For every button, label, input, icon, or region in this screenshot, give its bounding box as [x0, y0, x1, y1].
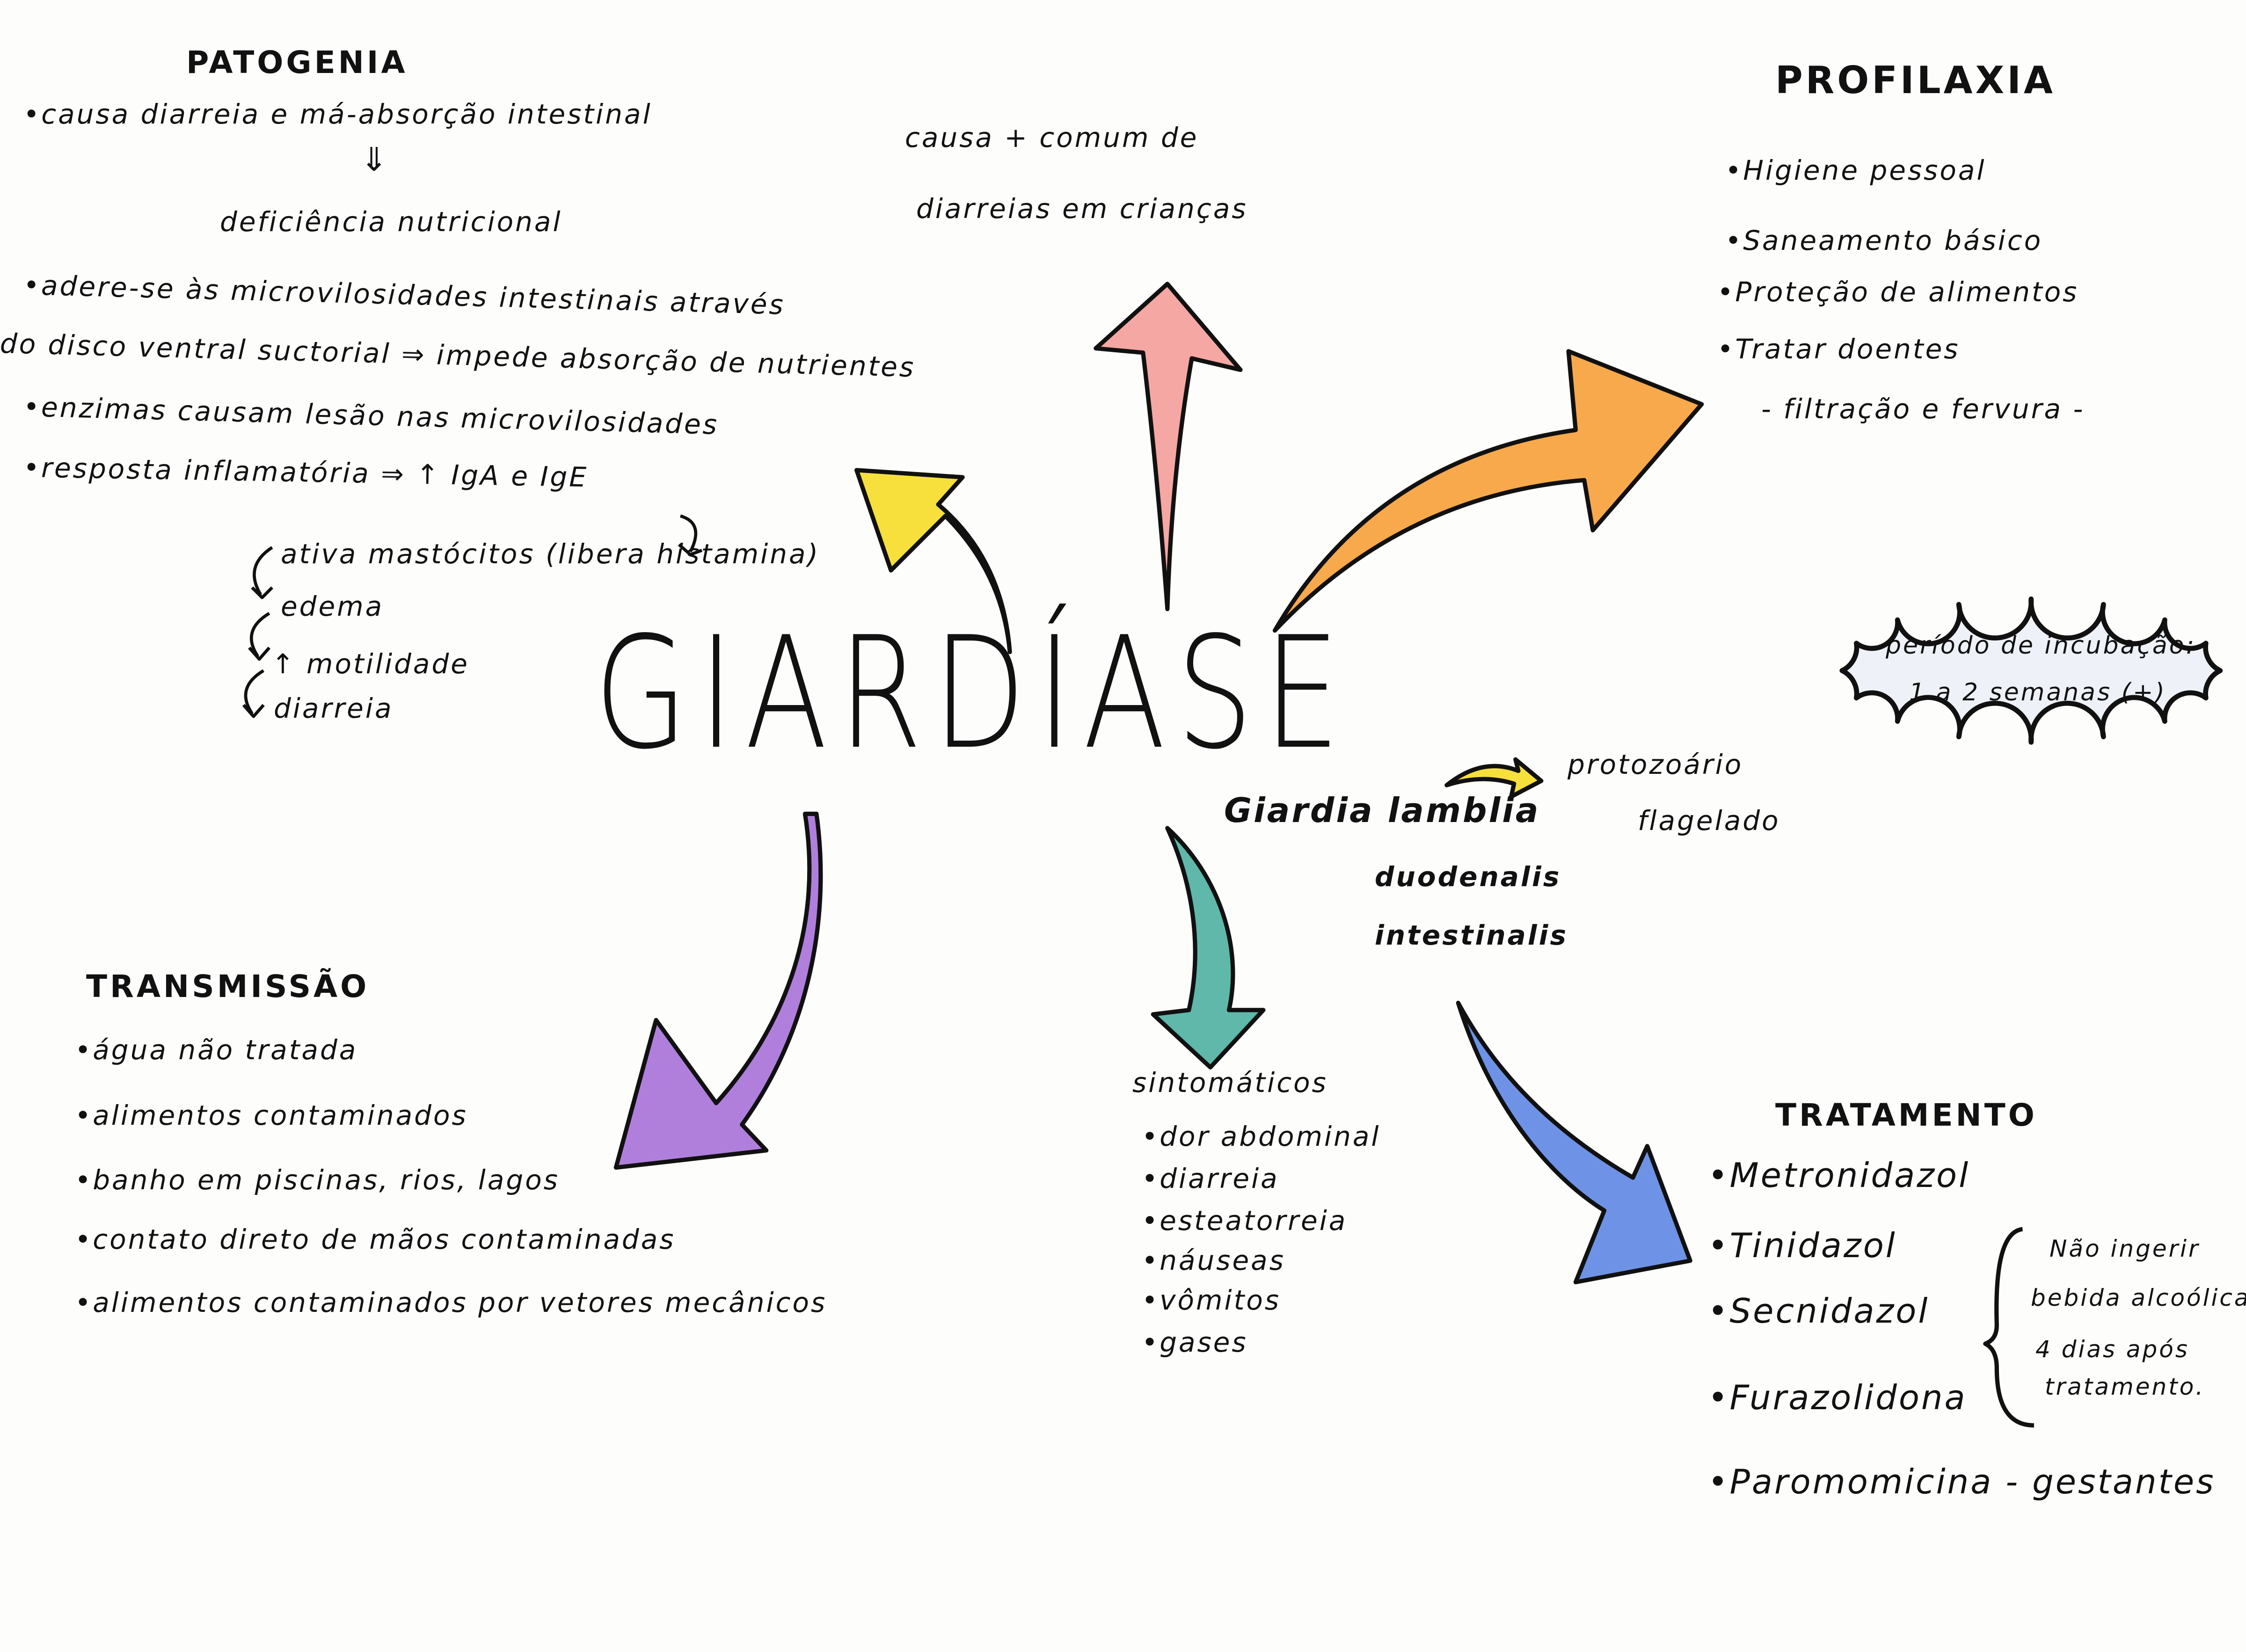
transmissao-item: banho em piscinas, rios, lagos — [75, 1164, 560, 1196]
incubation-line2: 1 a 2 semanas (+) — [1909, 678, 2166, 706]
incubation-cloud — [1839, 596, 2223, 745]
sintoma-item: gases — [1142, 1326, 1248, 1358]
chain-step: ↑ motilidade — [271, 648, 469, 680]
arrow-teal-sintomas — [1151, 826, 1266, 1070]
tratamento-item: Metronidazol — [1708, 1156, 1970, 1195]
tratamento-note: tratamento. — [2045, 1373, 2205, 1400]
top-note-line1: causa + comum de — [905, 122, 1199, 153]
arrow-small-yellow — [1444, 757, 1544, 799]
profilaxia-item: Tratar doentes — [1717, 333, 1960, 365]
tratamento-heading: TRATAMENTO — [1775, 1097, 2037, 1133]
patogenia-consequence: deficiência nutricional — [220, 206, 562, 238]
chain-step: diarreia — [274, 692, 394, 724]
arrow-purple-transmissao — [613, 811, 823, 1170]
tratamento-item: Secnidazol — [1708, 1291, 1929, 1331]
profilaxia-item: Higiene pessoal — [1725, 154, 1986, 186]
transmissao-heading: TRANSMISSÃO — [86, 968, 370, 1004]
tratamento-item: Tinidazol — [1708, 1226, 1897, 1265]
arrow-orange-profilaxia — [1272, 349, 1704, 633]
agent-synonym: intestinalis — [1375, 919, 1568, 951]
agent-type: flagelado — [1638, 805, 1780, 837]
chain-step: ativa mastócitos (libera histamina) — [281, 538, 820, 570]
down-double-arrow-icon: ⇓ — [360, 140, 390, 179]
arrow-up-pink — [1094, 282, 1243, 611]
tratamento-note: Não ingerir — [2049, 1235, 2200, 1262]
chain-arrows — [242, 514, 703, 718]
transmissao-item: água não tratada — [75, 1034, 357, 1066]
transmissao-item: alimentos contaminados por vetores mecân… — [75, 1287, 827, 1318]
agent-name: Giardia lamblia — [1224, 791, 1540, 830]
tratamento-item: Paromomicina - gestantes — [1708, 1462, 2216, 1501]
tratamento-note: bebida alcoólica — [2031, 1284, 2246, 1311]
tratamento-note: 4 dias após — [2035, 1336, 2189, 1363]
agent-synonym: duodenalis — [1375, 861, 1561, 893]
agent-type: protozoário — [1568, 749, 1743, 780]
transmissao-item: alimentos contaminados — [75, 1099, 468, 1131]
profilaxia-item: Proteção de alimentos — [1717, 276, 2078, 308]
profilaxia-sub: - filtração e fervura - — [1761, 393, 2085, 425]
sintoma-item: diarreia — [1142, 1163, 1279, 1194]
patogenia-heading: PATOGENIA — [186, 44, 408, 80]
arrow-yellow-patogenia — [854, 468, 1012, 655]
arrow-blue-tratamento — [1456, 1000, 1692, 1285]
tratamento-item: Furazolidona — [1708, 1378, 1967, 1417]
profilaxia-item: Saneamento básico — [1725, 225, 2042, 256]
top-note-line2: diarreias em crianças — [916, 193, 1248, 225]
sintoma-item: dor abdominal — [1142, 1121, 1381, 1152]
sintoma-item: esteatorreia — [1142, 1205, 1347, 1237]
patogenia-item: causa diarreia e má-absorção intestinal — [23, 98, 652, 130]
tratamento-bracket — [1983, 1227, 2035, 1428]
sintomas-heading: sintomáticos — [1132, 1067, 1328, 1099]
chain-step: edema — [281, 590, 384, 622]
sintoma-item: vômitos — [1142, 1284, 1281, 1316]
transmissao-item: contato direto de mãos contaminadas — [75, 1223, 675, 1255]
profilaxia-heading: PROFILAXIA — [1775, 58, 2056, 102]
incubation-line1: período de incubação: — [1886, 632, 2196, 660]
main-title: GIARDÍASE — [594, 604, 1351, 783]
sintoma-item: náuseas — [1142, 1244, 1285, 1276]
